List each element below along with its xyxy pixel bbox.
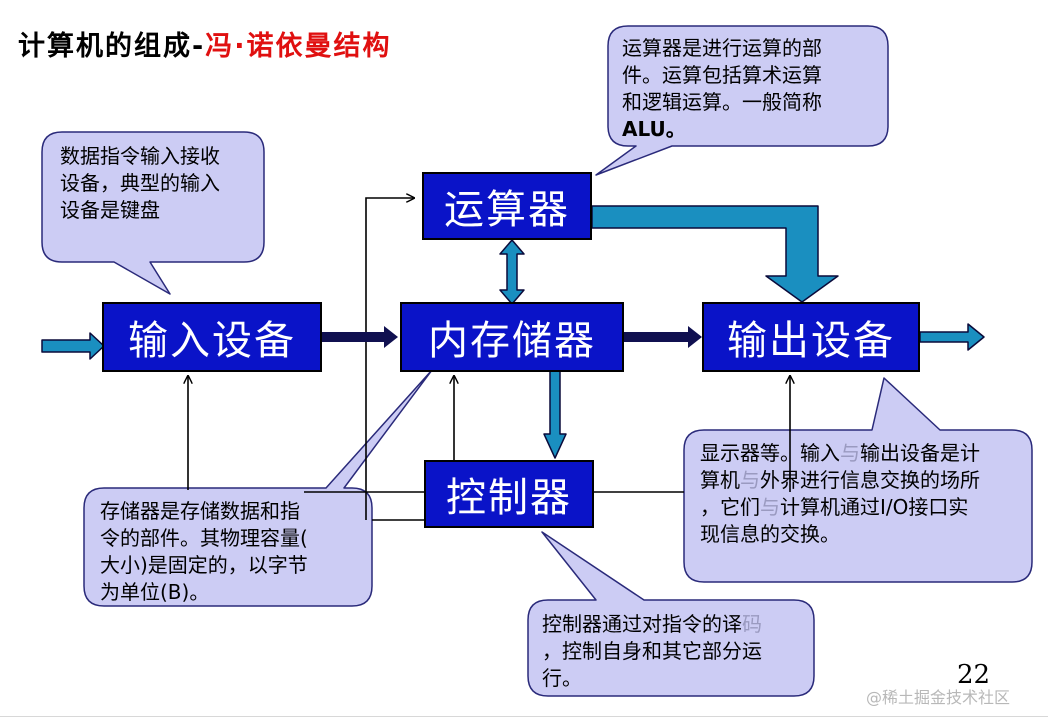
text-run-dim: 码 xyxy=(742,612,762,636)
arrow-input-to-memory xyxy=(322,326,398,348)
text-run: 控制器通过对指令的译 xyxy=(542,612,742,636)
title-prefix: 计算机的组成- xyxy=(18,31,206,62)
text-run-dim: 与 xyxy=(840,441,860,465)
callout-control-line: ，控制自身和其它部分运 xyxy=(542,639,762,663)
callout-memory-text: 存储器是存储数据和指 令的部件。其物理容量( 大小)是固定的，以字节 为单位(B… xyxy=(100,498,308,606)
callout-output-line: 显示器等。输入与输出设备是计 xyxy=(700,440,980,467)
callout-input-text: 数据指令输入接收 设备，典型的输入 设备是键盘 xyxy=(60,143,220,224)
text-run: 算机 xyxy=(700,468,740,492)
callout-input-line: 数据指令输入接收 xyxy=(60,144,220,168)
arrow-external-input xyxy=(41,332,105,360)
callout-control-line: 控制器通过对指令的译码 xyxy=(542,611,762,638)
thin-connectors xyxy=(188,198,790,521)
callout-alu-bubble xyxy=(595,25,889,176)
bottom-divider xyxy=(0,716,1048,717)
page-title: 计算机的组成-冯·诺依曼结构 xyxy=(18,24,391,63)
arrow-alu-to-output xyxy=(591,205,839,303)
data-path-arrows xyxy=(322,326,702,348)
watermark: @稀土掘金技术社区 xyxy=(866,688,1011,707)
memory-label: 内存储器 xyxy=(428,318,596,364)
callout-input-bubble xyxy=(41,131,265,295)
arrow-memory-to-output xyxy=(624,326,702,348)
callout-output-line: 算机与外界进行信息交换的场所 xyxy=(700,467,980,494)
callout-input-line: 设备是键盘 xyxy=(60,198,160,222)
page-number: 22 xyxy=(957,660,991,690)
input-device-label: 输入设备 xyxy=(128,318,296,364)
input-device-box: 输入设备 xyxy=(102,302,322,372)
text-run: 计算机通过I/O接口实 xyxy=(780,495,969,519)
callout-control-text: 控制器通过对指令的译码 ，控制自身和其它部分运 行。 xyxy=(542,611,762,692)
callout-alu-line: 件。运算包括算术运算 xyxy=(622,63,822,87)
text-run: ，它们 xyxy=(700,495,760,519)
thick-arrows xyxy=(41,205,985,459)
callout-alu-text: 运算器是进行运算的部 件。运算包括算术运算 和逻辑运算。一般简称 ALU。 xyxy=(622,35,822,143)
text-run-dim: 与 xyxy=(760,495,780,519)
callout-output-line: ，它们与计算机通过I/O接口实 xyxy=(700,494,980,521)
callout-memory-line: 大小)是固定的，以字节 xyxy=(100,553,308,577)
callout-memory-line: 存储器是存储数据和指 xyxy=(100,499,300,523)
arrow-alu-memory-bidirectional xyxy=(499,239,525,305)
output-device-box: 输出设备 xyxy=(702,302,920,372)
callout-bubbles xyxy=(41,25,1033,697)
callout-alu-line: ALU。 xyxy=(622,117,686,141)
callout-input-line: 设备，典型的输入 xyxy=(60,171,220,195)
callout-output-line: 现信息的交换。 xyxy=(700,522,840,546)
callout-output-text: 显示器等。输入与输出设备是计 算机与外界进行信息交换的场所 ，它们与计算机通过I… xyxy=(700,440,980,548)
arrow-external-output xyxy=(919,323,985,351)
callout-alu-line: 和逻辑运算。一般简称 xyxy=(622,90,822,114)
callout-memory-bubble xyxy=(83,369,433,607)
callout-memory-line: 令的部件。其物理容量( xyxy=(100,526,308,550)
text-run: 外界进行信息交换的场所 xyxy=(760,468,980,492)
callout-control-line: 行。 xyxy=(542,666,582,690)
alu-label: 运算器 xyxy=(444,187,570,233)
arrow-memory-to-control xyxy=(543,369,567,459)
control-unit-box: 控制器 xyxy=(424,460,594,528)
title-highlight: 冯·诺依曼结构 xyxy=(205,31,392,62)
callout-alu-line: 运算器是进行运算的部 xyxy=(622,36,822,60)
text-run: 输出设备是计 xyxy=(860,441,980,465)
callout-control-bubble xyxy=(527,531,815,697)
alu-box: 运算器 xyxy=(422,172,592,240)
text-run-dim: 与 xyxy=(740,468,760,492)
output-device-label: 输出设备 xyxy=(727,318,895,364)
memory-box: 内存储器 xyxy=(400,302,624,372)
text-run: 显示器等。输入 xyxy=(700,441,840,465)
callout-memory-line: 为单位(B)。 xyxy=(100,580,210,604)
callout-output-bubble xyxy=(683,377,1033,583)
control-unit-label: 控制器 xyxy=(446,475,572,521)
